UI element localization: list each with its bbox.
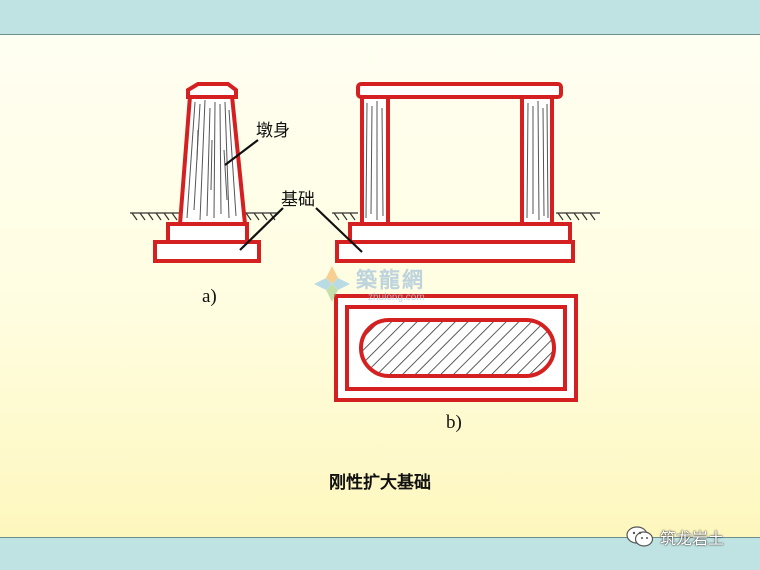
column-grain-b (365, 100, 549, 221)
brand-text: 筑龙岩土 (660, 529, 725, 548)
top-band (0, 0, 760, 35)
figure-b-plan (334, 294, 578, 402)
label-figure-b: b) (446, 412, 462, 433)
foundation-step-lower-a (153, 240, 261, 263)
leader-pier-body (224, 139, 259, 166)
plan-pier-oval (359, 318, 556, 378)
pier-cap-a (186, 82, 238, 99)
ground-line-a (130, 212, 278, 221)
leader-lines (224, 139, 363, 253)
wechat-icon (626, 526, 654, 547)
ground-line-b (332, 212, 600, 221)
brand-badge: 筑龙岩土 (626, 525, 724, 549)
cap-beam-b (356, 82, 563, 99)
leader-foundation-a (239, 207, 284, 251)
label-foundation: 基础 (281, 190, 315, 210)
foundation-step-lower-b (335, 240, 575, 263)
figure-a (130, 82, 278, 263)
watermark-logo-icon (314, 266, 350, 302)
watermark-text: 築龍網 (356, 268, 425, 292)
label-pier-body: 墩身 (256, 121, 290, 141)
label-figure-a: a) (202, 286, 217, 307)
watermark-url: zhulong.com (368, 292, 425, 303)
plan-pier-hatch (361, 320, 554, 376)
foundation-step-upper-b (348, 222, 572, 244)
leader-foundation-b (315, 207, 363, 253)
figure-b-elevation (332, 82, 600, 263)
figure-caption: 刚性扩大基础 (329, 473, 431, 493)
pier-grain-a (186, 99, 237, 221)
watermark: 築龍網 zhulong.com (312, 262, 462, 308)
foundation-step-upper-a (166, 222, 249, 244)
